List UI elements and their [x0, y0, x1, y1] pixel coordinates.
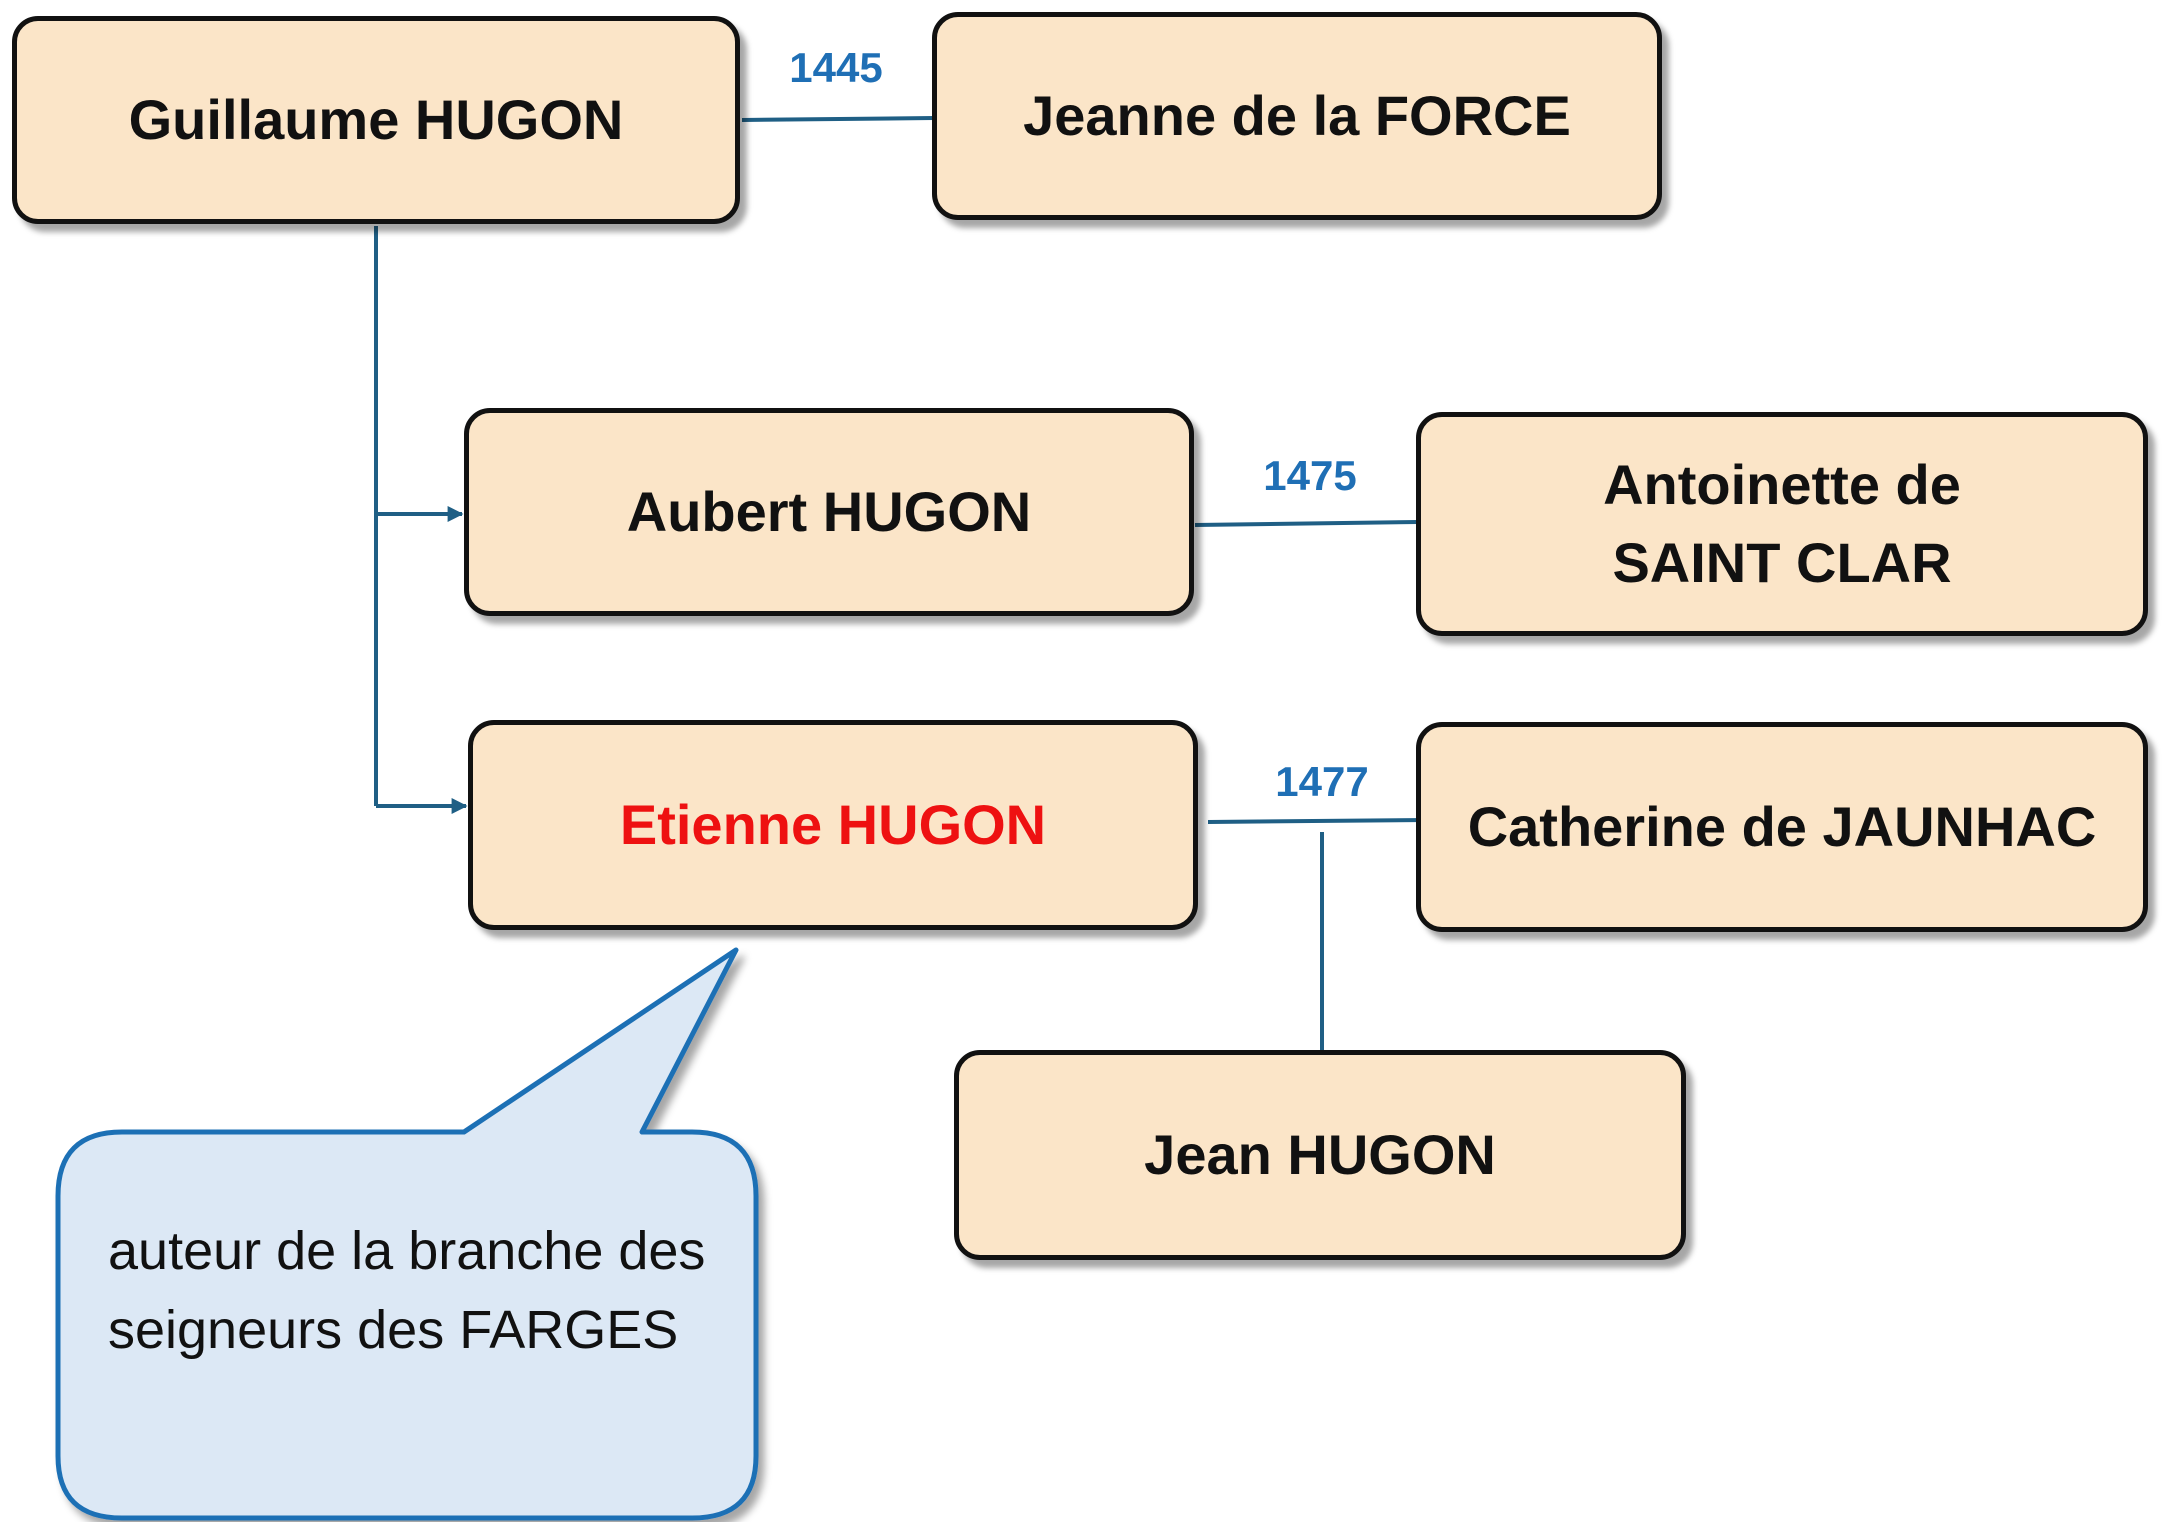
- marriage-line-etienne-catherine: [1207, 818, 1429, 824]
- person-catherine-de-jaunhac: Catherine de JAUNHAC: [1416, 722, 2148, 932]
- marriage-line-guillaume-jeanne: [741, 116, 935, 122]
- marriage-year-1475: 1475: [1263, 452, 1357, 499]
- person-etienne-hugon: Etienne HUGON: [468, 720, 1198, 930]
- person-guillaume-hugon: Guillaume HUGON: [12, 16, 740, 224]
- person-name: Jeanne de la FORCE: [1023, 83, 1571, 147]
- callout-bubble: [55, 947, 759, 1521]
- person-name: Catherine de JAUNHAC: [1467, 794, 2097, 858]
- person-antoinette-de-saint-clar: Antoinette de SAINT CLAR: [1416, 412, 2148, 636]
- person-name: Guillaume HUGON: [128, 87, 624, 151]
- person-aubert-hugon: Aubert HUGON: [464, 408, 1194, 616]
- marriage-year-1445: 1445: [789, 44, 883, 91]
- person-name: Aubert HUGON: [626, 479, 1032, 543]
- callout-text: auteur de la branche des seigneurs des F…: [108, 1221, 706, 1360]
- person-jean-hugon: Jean HUGON: [954, 1050, 1686, 1260]
- person-name: Jean HUGON: [1144, 1122, 1496, 1186]
- person-name: Etienne HUGON: [619, 792, 1047, 856]
- person-jeanne-de-la-force: Jeanne de la FORCE: [932, 12, 1662, 220]
- marriage-year-1477: 1477: [1275, 758, 1369, 805]
- person-name: Antoinette de SAINT CLAR: [1603, 452, 1961, 594]
- marriage-line-aubert-antoinette: [1194, 520, 1419, 527]
